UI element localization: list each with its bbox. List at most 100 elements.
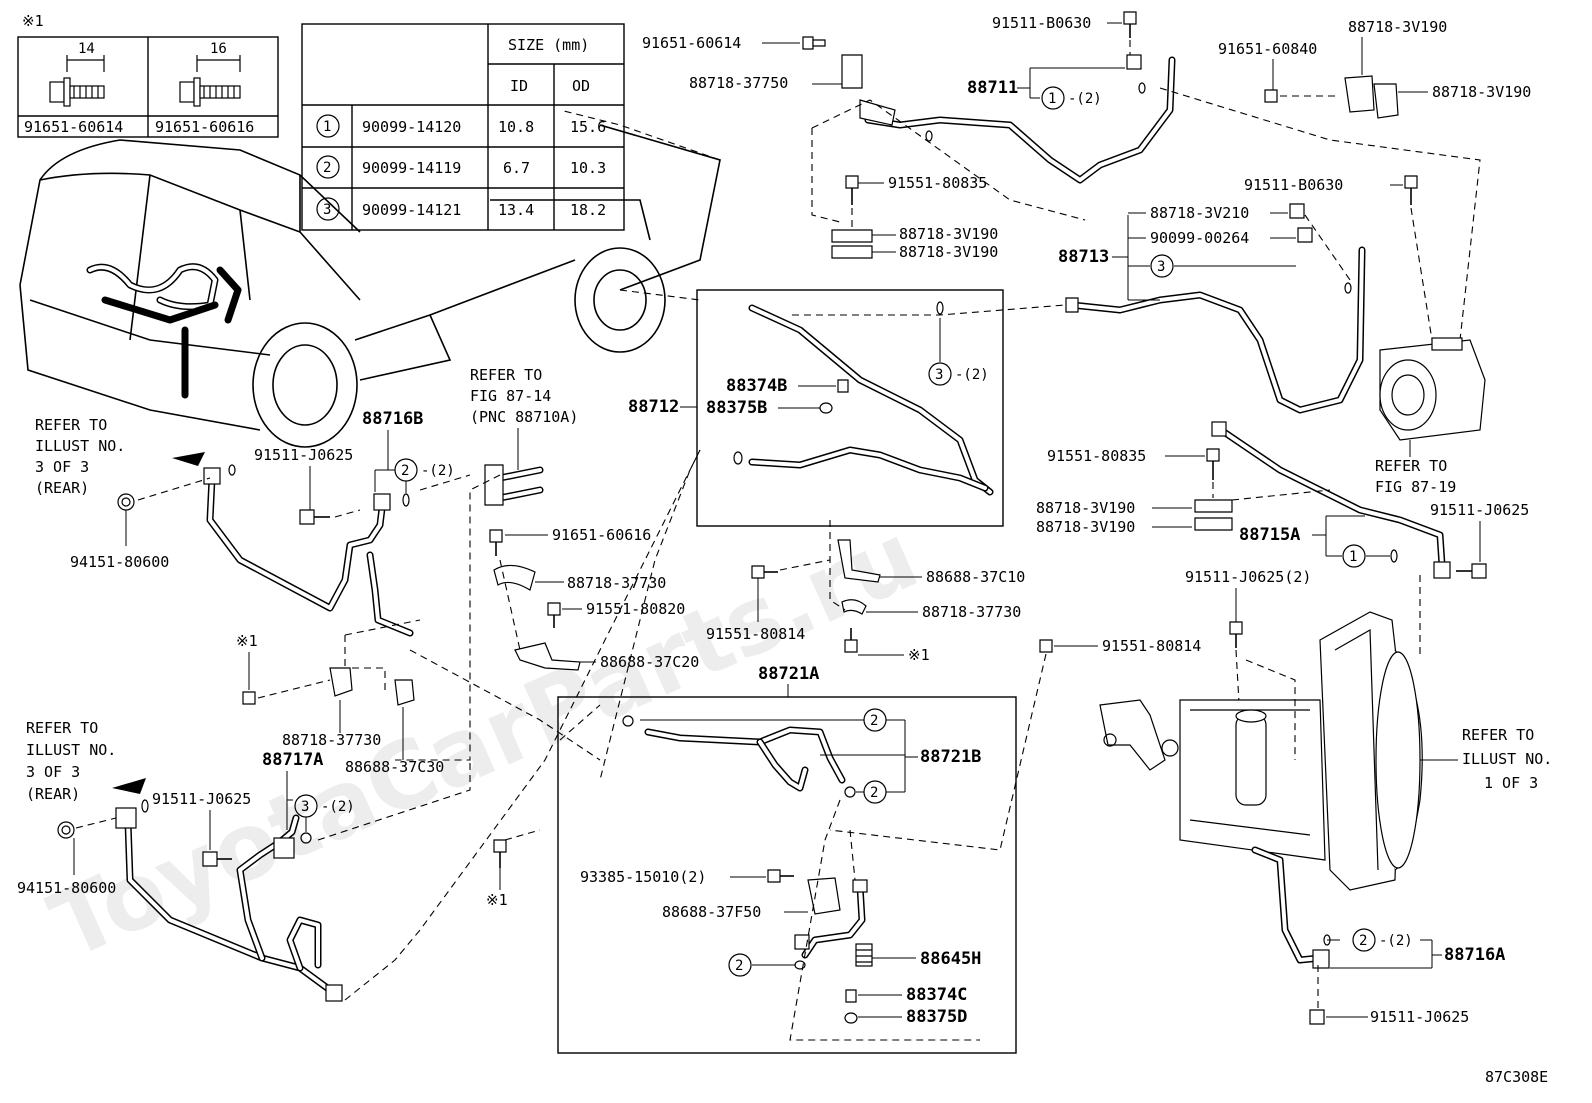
label-91651-60616: 91651-60616: [552, 526, 651, 544]
label-88688-37C10: 88688-37C10: [926, 568, 1025, 586]
label-91511-B0630-b: 91511-B0630: [1244, 176, 1343, 194]
label-88688-37F50: 88688-37F50: [662, 903, 761, 921]
row2-od: 10.3: [570, 159, 606, 177]
label-88718-3V190-e: 88718-3V190: [1036, 499, 1135, 517]
label-91651-60614: 91651-60614: [642, 34, 741, 52]
label-88375D: 88375D: [906, 1007, 967, 1027]
label-94151-80600-b: 94151-80600: [17, 879, 116, 897]
qty-3-88712: -(2): [955, 367, 989, 383]
bolt-part-1: 91651-60614: [24, 118, 123, 136]
row2-part: 90099-14119: [362, 159, 461, 177]
pipe-bundle-87-14: [484, 464, 544, 506]
label-88718-37730-c: 88718-37730: [282, 731, 381, 749]
row3-od: 18.2: [570, 201, 606, 219]
hose-88717A: [115, 799, 343, 1002]
label-88718-3V210: 88718-3V210: [1150, 204, 1249, 222]
label-88718-37750: 88718-37750: [689, 74, 788, 92]
label-88374B: 88374B: [726, 376, 787, 396]
refer-rear-b-l2: ILLUST NO.: [26, 741, 116, 759]
label-91511-J0625-a: 91511-J0625: [254, 446, 353, 464]
circle-1-top: 1: [1048, 91, 1056, 107]
note-mark: ※1: [22, 12, 44, 30]
refer-fig-87-14-l1: REFER TO: [470, 366, 542, 384]
hose-88715A: [1211, 421, 1451, 579]
refer-illust-1-l3: 1 OF 3: [1484, 774, 1538, 792]
label-88718-3V190-b: 88718-3V190: [1432, 83, 1531, 101]
label-88688-37C30: 88688-37C30: [345, 758, 444, 776]
arrow-icon: [172, 452, 205, 466]
bolt-dim-14: 14: [78, 41, 95, 57]
truck-illustration: [19, 109, 721, 448]
col-od: OD: [572, 77, 590, 95]
row3-num: 3: [323, 202, 331, 218]
refer-illust-1-l2: ILLUST NO.: [1462, 750, 1552, 768]
hose-size-table: SIZE (mm) ID OD 1 90099-14120 10.8 15.6 …: [301, 23, 625, 231]
label-88717A: 88717A: [262, 750, 323, 770]
box-88712: [696, 289, 1004, 527]
label-88721A: 88721A: [758, 664, 819, 684]
receiver-pipe: [794, 879, 873, 967]
label-88718-3V190-c: 88718-3V190: [899, 225, 998, 243]
label-88712: 88712: [628, 397, 679, 417]
refer-fig-87-14-l3: (PNC 88710A): [470, 408, 578, 426]
watermark: ToyotaCarParts.ru: [35, 502, 933, 980]
label-88374C: 88374C: [906, 985, 967, 1005]
circle-3-88713: 3: [1157, 259, 1165, 275]
refer-rear-b-l3: 3 OF 3: [26, 763, 80, 781]
label-88715A: 88715A: [1239, 525, 1300, 545]
refer-rear-a-l2: ILLUST NO.: [35, 437, 125, 455]
bolt-part-2: 91651-60616: [155, 118, 254, 136]
refer-fig-87-19-l2: FIG 87-19: [1375, 478, 1456, 496]
qty-1-top: -(2): [1068, 91, 1102, 107]
circle-2-88721B-top: 2: [870, 713, 878, 729]
circle-2-receiver: 2: [735, 958, 743, 974]
refer-fig-87-14-l2: FIG 87-14: [470, 387, 551, 405]
arrow-icon-2: [112, 778, 146, 794]
refer-fig-87-19-l1: REFER TO: [1375, 457, 1447, 475]
circle-2-88716B: 2: [401, 463, 409, 479]
refer-rear-a-l4: (REAR): [35, 479, 89, 497]
label-88721B: 88721B: [920, 747, 981, 767]
label-91511-J0625-c: 91511-J0625: [152, 790, 251, 808]
label-91511-J0625-b: 91511-J0625: [1430, 501, 1529, 519]
hose-88711: [859, 54, 1176, 184]
hose-88716B: [203, 464, 414, 637]
row3-id: 13.4: [498, 201, 534, 219]
label-88718-3V190-a: 88718-3V190: [1348, 18, 1447, 36]
label-88688-37C20: 88688-37C20: [600, 653, 699, 671]
bolt-14-icon: [49, 55, 105, 107]
row2-id: 6.7: [503, 159, 530, 177]
label-88713: 88713: [1058, 247, 1109, 267]
size-header: SIZE (mm): [508, 36, 589, 54]
hose-88713: [1065, 246, 1366, 414]
label-88711: 88711: [967, 78, 1018, 98]
label-91651-60840: 91651-60840: [1218, 40, 1317, 58]
circle-2-88721B-bot: 2: [870, 785, 878, 801]
row1-part: 90099-14120: [362, 118, 461, 136]
bolt-dim-16: 16: [210, 41, 227, 57]
label-88718-37730-a: 88718-37730: [567, 574, 666, 592]
hose-88721B: [622, 715, 856, 798]
note-mark-left-a: ※1: [236, 632, 258, 650]
label-91511-J0625-2: 91511-J0625(2): [1185, 568, 1311, 586]
refer-rear-b-l4: (REAR): [26, 785, 80, 803]
label-88716A: 88716A: [1444, 945, 1505, 965]
label-91551-80814-a: 91551-80814: [706, 625, 805, 643]
compressor: [1379, 337, 1486, 441]
label-91551-80835-b: 91551-80835: [1047, 447, 1146, 465]
bolt-16-icon: [179, 55, 241, 107]
col-id: ID: [510, 77, 528, 95]
condenser-assembly: [1099, 611, 1423, 969]
circle-2-88716A: 2: [1359, 933, 1367, 949]
row3-part: 90099-14121: [362, 201, 461, 219]
label-91551-80814-b: 91551-80814: [1102, 637, 1201, 655]
circle-3-88717A: 3: [301, 799, 309, 815]
refer-rear-a-l3: 3 OF 3: [35, 458, 89, 476]
label-88645H: 88645H: [920, 949, 981, 969]
circle-1-88715A: 1: [1349, 549, 1357, 565]
qty-3-88717A: -(2): [321, 799, 355, 815]
label-88718-3V190-d: 88718-3V190: [899, 243, 998, 261]
note-mark-mid: ※1: [908, 646, 930, 664]
